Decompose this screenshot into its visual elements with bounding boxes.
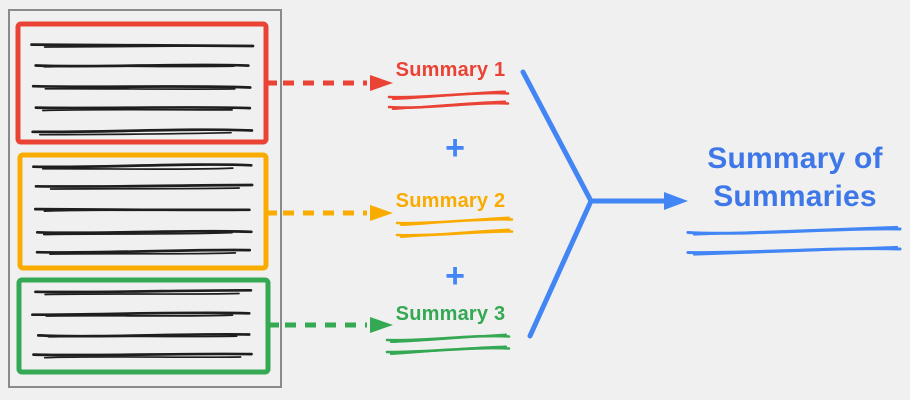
- arrowhead: [370, 317, 393, 333]
- source-document: [8, 9, 282, 388]
- summary-2-label: Summary 2: [395, 190, 506, 212]
- summary-3-scribble: [385, 333, 511, 356]
- summary-3-label: Summary 3: [395, 303, 506, 325]
- summary-2-scribble: [395, 216, 514, 239]
- summary-1-scribble: [387, 90, 510, 111]
- merge-line-top: [520, 69, 594, 204]
- final-summary-title: Summary of Summaries: [707, 142, 883, 214]
- plus-icon: +: [445, 129, 465, 167]
- section-text-scribbles-3: [31, 288, 253, 359]
- arrowhead: [370, 75, 393, 91]
- section-text-scribbles-2: [32, 163, 254, 255]
- merge-lines: [520, 69, 688, 339]
- merge-line-bottom: [527, 198, 594, 339]
- summary-arrow-3: [268, 317, 393, 333]
- section-highlight-box: [15, 21, 269, 145]
- final-summary-scribble: [686, 225, 902, 256]
- merge-arrowhead: [664, 192, 688, 210]
- document-section-1: [15, 21, 269, 145]
- summary-arrow-2: [266, 205, 393, 221]
- section-text-scribbles-1: [30, 43, 255, 136]
- arrowhead: [370, 205, 393, 221]
- summary-arrow-1: [266, 75, 393, 91]
- summary-1-label: Summary 1: [395, 59, 506, 81]
- document-frame: [8, 9, 282, 388]
- plus-icon: +: [445, 257, 465, 295]
